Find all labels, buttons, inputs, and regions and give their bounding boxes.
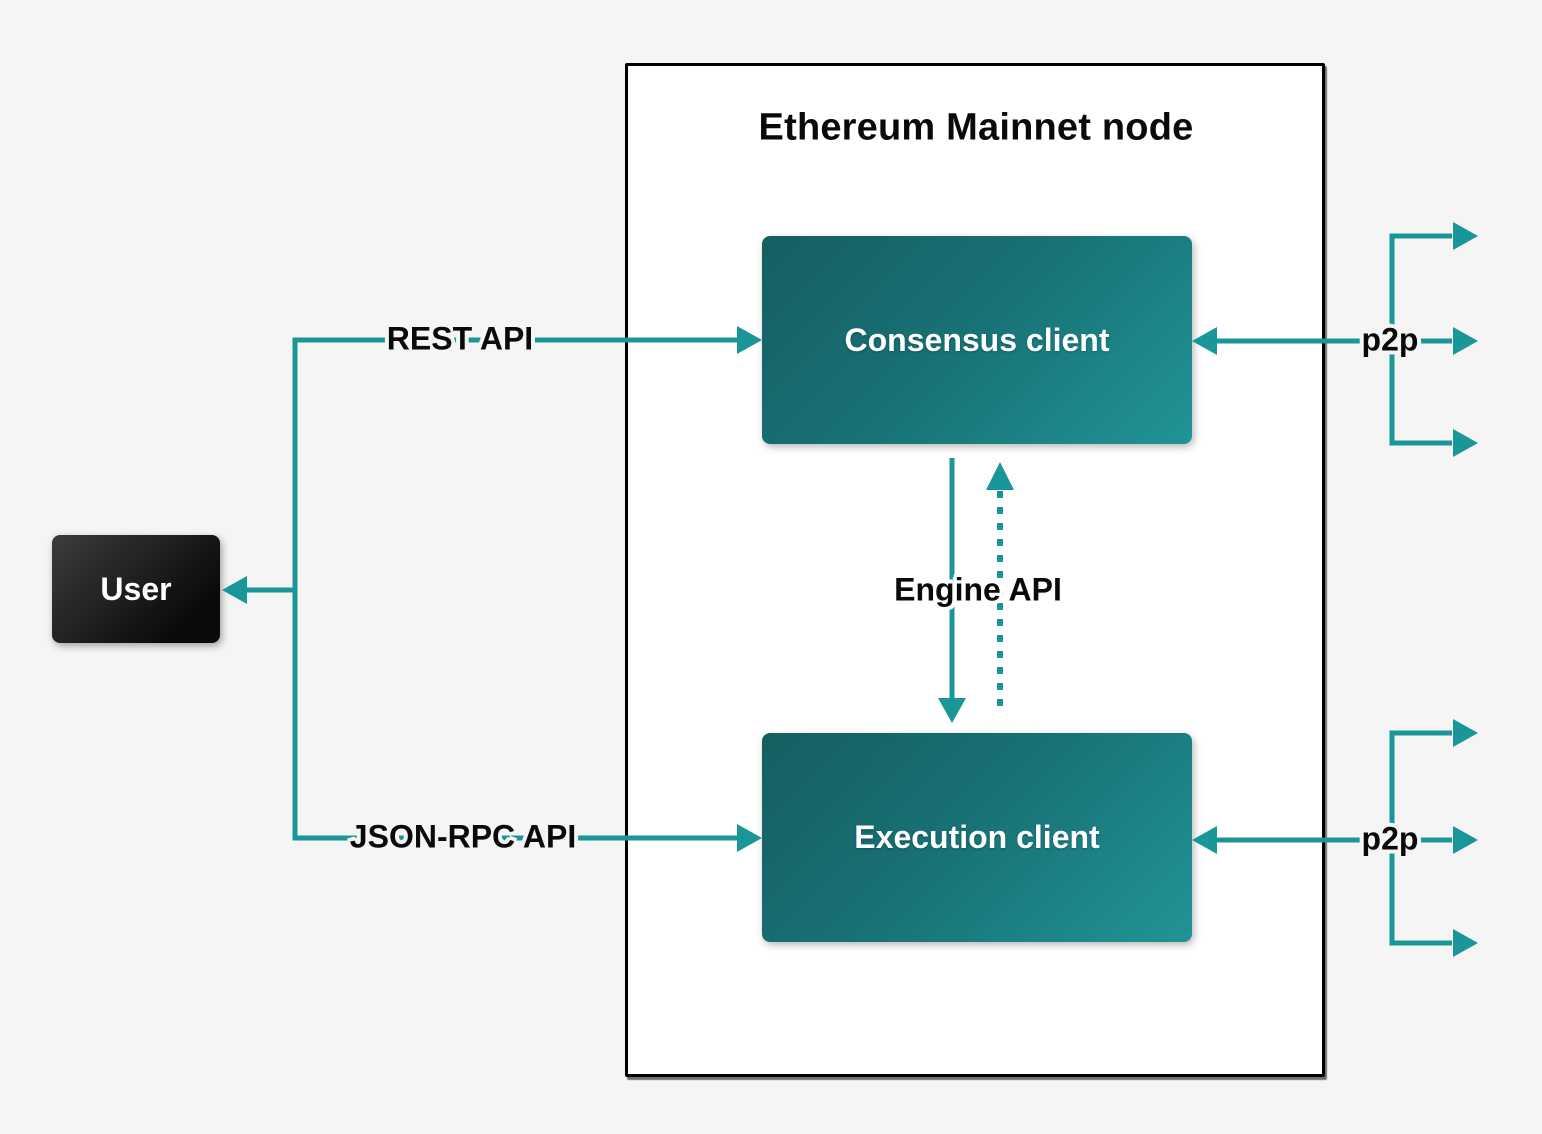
p2p-execution-label: p2p <box>1361 820 1419 857</box>
p2p-consensus-label: p2p <box>1361 321 1419 358</box>
user-box-label: User <box>100 570 172 607</box>
execution-client-box: Execution client <box>762 733 1192 942</box>
json-rpc-api-label: JSON-RPC API <box>349 818 577 855</box>
node-title: Ethereum Mainnet node <box>758 106 1194 149</box>
user-branch-connector <box>222 576 295 604</box>
consensus-client-label: Consensus client <box>844 321 1110 358</box>
engine-api-label: Engine API <box>894 571 1062 608</box>
rest-api-label: REST API <box>386 320 534 357</box>
user-box: User <box>52 535 220 643</box>
execution-client-label: Execution client <box>854 819 1100 855</box>
consensus-client-box: Consensus client <box>762 236 1192 444</box>
